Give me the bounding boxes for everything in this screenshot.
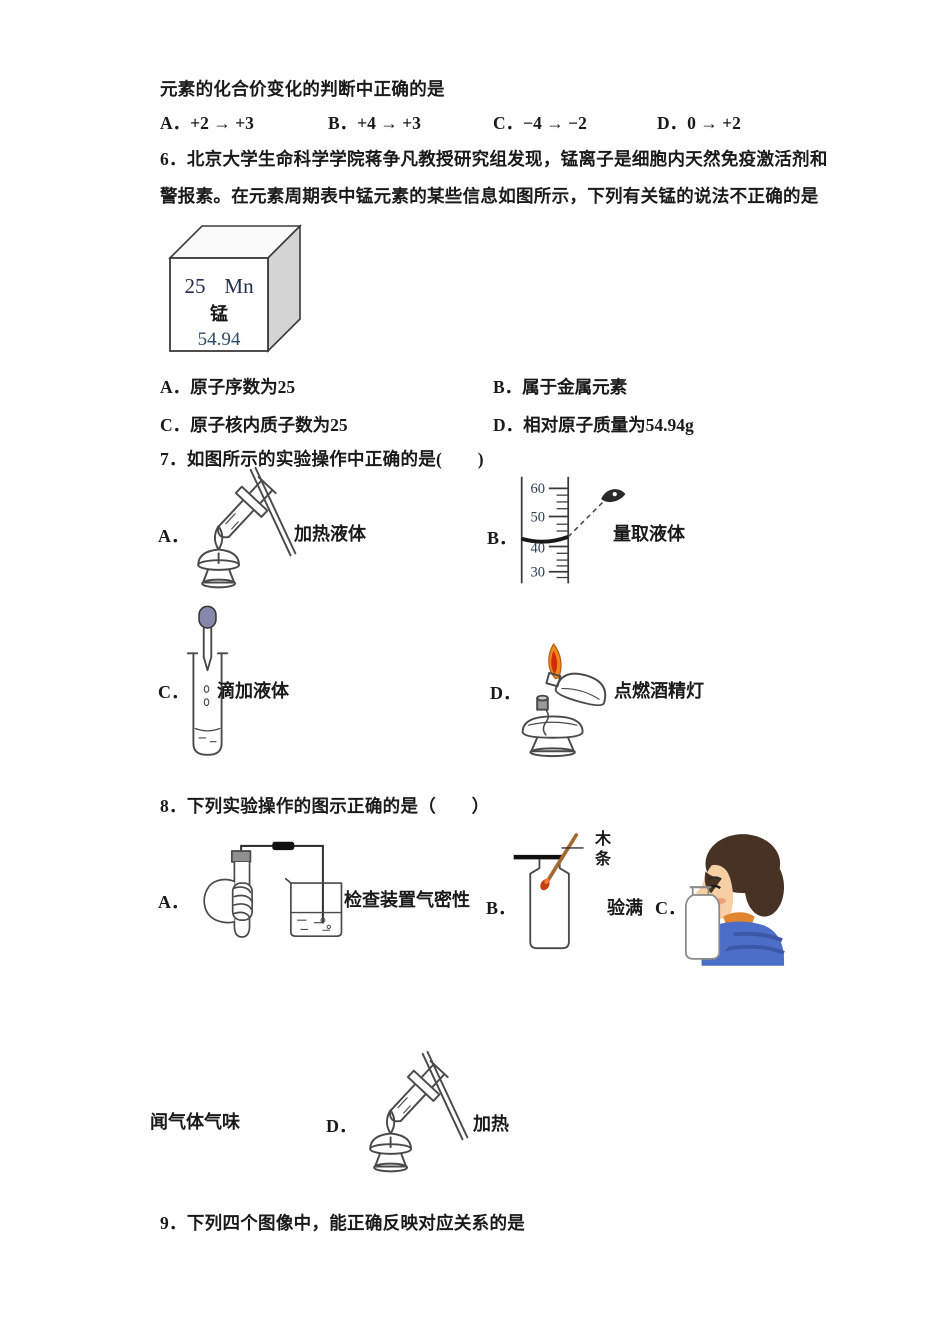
tick-30: 30 (530, 565, 545, 581)
airtightness-check-figure (188, 838, 344, 950)
q8-option-d-letter: D． (326, 1116, 357, 1136)
q5-option-c: C．−4 → −2 (493, 113, 587, 133)
tube-to-beaker-icon (203, 841, 343, 938)
q7-option-c-letter: C． (158, 682, 189, 702)
q8-stem: 8．下列实验操作的图示正确的是（ ） (160, 796, 490, 816)
measuring-liquid-figure: 60 50 40 30 (512, 472, 638, 590)
q5-option-b: B．+4 → +3 (328, 113, 421, 133)
element-name: 锰 (210, 303, 228, 324)
q9-stem: 9．下列四个图像中，能正确反映对应关系的是 (160, 1213, 526, 1233)
sight-line (567, 498, 607, 538)
q7-option-a-letter: A． (158, 526, 189, 546)
bottle-neck (691, 887, 710, 896)
fullness-test-figure (510, 832, 602, 954)
manganese-periodic-cube: 25 Mn 锰 54.94 (168, 224, 302, 353)
tick-50: 50 (530, 509, 545, 525)
q7-option-c-caption: 滴加液体 (217, 681, 289, 701)
q7-option-d-caption: 点燃酒精灯 (614, 681, 704, 701)
element-symbol: Mn (224, 274, 254, 298)
q8-option-d-caption: 加热 (473, 1114, 509, 1134)
q7-option-d-letter: D． (490, 683, 521, 703)
sniffed-bottle (684, 894, 721, 960)
q8-option-a-letter: A． (158, 892, 189, 912)
atomic-mass: 54.94 (198, 329, 241, 350)
eye-highlight (612, 492, 617, 497)
q6-option-b: B．属于金属元素 (493, 377, 628, 397)
q6-option-d: D．相对原子质量为54.94g (493, 415, 694, 435)
q6-option-c: C．原子核内质子数为25 (160, 415, 348, 435)
ember-glow (544, 878, 550, 884)
tick-60: 60 (530, 481, 545, 497)
atomic-number: 25 (185, 274, 206, 298)
q6-option-a: A．原子序数为25 (160, 377, 296, 397)
delivery-tube (240, 844, 324, 924)
q7-option-a-caption: 加热液体 (294, 524, 366, 544)
boy-hair-side (744, 857, 785, 917)
smelling-gas-figure (678, 828, 786, 966)
tick-40: 40 (530, 540, 545, 556)
q7-option-b-letter: B． (487, 528, 518, 548)
q5-option-a: A．+2 → +3 (160, 113, 254, 133)
heating-liquid-figure (180, 464, 298, 600)
q8-option-b-caption: 验满 (607, 898, 643, 918)
q8-option-b-letter: B． (486, 898, 517, 918)
cube-front-face (169, 257, 269, 352)
q5-option-d: D．0 → +2 (657, 113, 741, 133)
wood-strip-label: 木条 (592, 830, 609, 870)
alcohol-lamp-lighting-icon (521, 642, 607, 758)
boy-eyebrow (707, 876, 722, 881)
test-tube-over-lamp-icon (369, 1050, 469, 1173)
lighting-lamp-figure (513, 638, 629, 764)
q6-stem-line2: 警报素。在元素周期表中锰元素的某些信息如图所示，下列有关锰的说法不正确的是 (160, 186, 819, 206)
q5-stem-tail: 元素的化合价变化的判断中正确的是 (160, 79, 445, 99)
q8-option-c-caption: 闻气体气味 (150, 1112, 240, 1132)
meniscus-line (521, 534, 569, 544)
gas-jar-splint-icon (513, 833, 584, 950)
q7-stem: 7．如图所示的实验操作中正确的是( ) (160, 449, 484, 469)
dropping-liquid-figure (184, 604, 231, 760)
q7-option-b-caption: 量取液体 (613, 524, 685, 544)
graduated-cylinder-icon: 60 50 40 30 (520, 476, 626, 584)
q6-stem-line1: 6．北京大学生命科学学院蒋争凡教授研究组发现，锰离子是细胞内天然免疫激活剂和 (160, 149, 828, 169)
element-cell-figure: 25 Mn 锰 54.94 (160, 216, 312, 358)
flame-inner (551, 650, 558, 674)
dropper-bulb (198, 605, 217, 629)
wood-splint (542, 833, 579, 889)
boy-smelling-bottle-icon (684, 834, 785, 966)
q8-option-a-caption: 检查装置气密性 (344, 890, 470, 910)
heating-figure (352, 1048, 470, 1184)
rubber-connector (272, 841, 295, 851)
dropper-in-test-tube-icon (186, 605, 229, 756)
q8-option-c-letter: C． (655, 898, 686, 918)
test-tube-over-lamp-icon (197, 466, 297, 589)
